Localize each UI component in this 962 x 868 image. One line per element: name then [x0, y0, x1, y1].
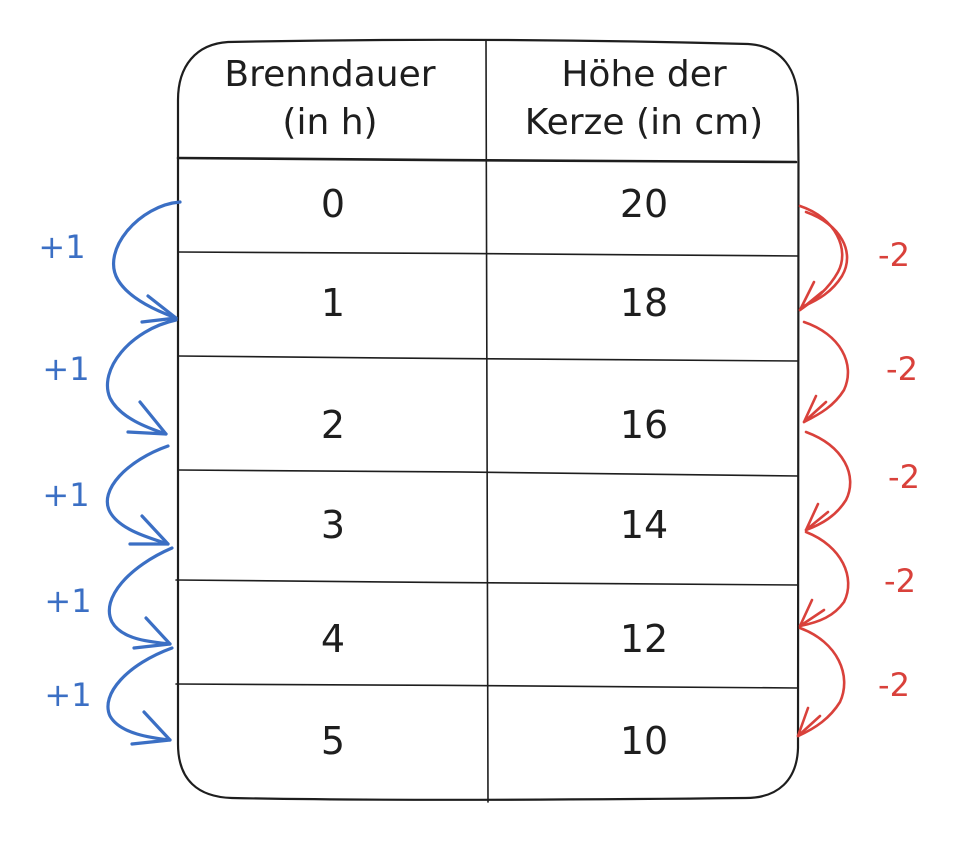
row-separator — [177, 251, 799, 257]
decrement-arrow — [804, 430, 852, 532]
increment-label: +1 — [42, 350, 89, 388]
increment-label: +1 — [44, 582, 91, 620]
cell-time: 2 — [321, 403, 345, 447]
increment-label: +1 — [44, 676, 91, 714]
increment-arrow — [105, 444, 170, 546]
cell-height: 16 — [620, 403, 668, 447]
decrement-label: -2 — [878, 666, 910, 704]
decrement-label: -2 — [878, 236, 910, 274]
decrement-arrow — [798, 530, 850, 628]
cell-height: 14 — [620, 503, 668, 547]
header-col1-line2: (in h) — [282, 102, 377, 143]
increment-label: +1 — [42, 476, 89, 514]
header-rule — [176, 156, 798, 164]
row-separator — [175, 683, 799, 689]
increment-arrow — [105, 318, 178, 436]
increment-arrow — [106, 646, 174, 746]
decrement-label: -2 — [886, 350, 918, 388]
decrement-label: -2 — [884, 562, 916, 600]
cell-height: 20 — [620, 182, 668, 226]
increment-label: +1 — [38, 228, 85, 266]
cell-time: 1 — [321, 281, 345, 325]
cell-height: 12 — [620, 617, 668, 661]
header-col1-line1: Brenndauer — [224, 54, 435, 95]
cell-height: 18 — [620, 281, 668, 325]
row-separator — [177, 469, 799, 477]
header-col2-line1: Höhe der — [561, 54, 727, 95]
decrement-arrow — [798, 204, 849, 312]
column-divider — [485, 39, 489, 803]
increment-arrow — [107, 546, 174, 650]
decrement-arrow — [796, 626, 846, 738]
cell-height: 10 — [620, 719, 668, 763]
decrement-arrow — [802, 320, 850, 424]
row-separator — [177, 355, 799, 362]
cell-time: 0 — [321, 182, 345, 226]
increment-arrow — [111, 200, 182, 324]
cell-time: 4 — [321, 617, 345, 661]
decrement-label: -2 — [888, 458, 920, 496]
row-separator — [175, 579, 799, 586]
header-col2-line2: Kerze (in cm) — [525, 102, 763, 143]
cell-time: 5 — [321, 719, 345, 763]
cell-time: 3 — [321, 503, 345, 547]
